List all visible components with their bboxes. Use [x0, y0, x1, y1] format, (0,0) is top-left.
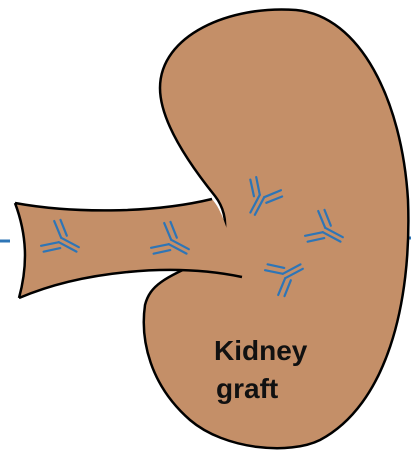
kidney-label-line1: Kidney [214, 335, 308, 366]
kidney-label-line2: graft [216, 373, 278, 404]
